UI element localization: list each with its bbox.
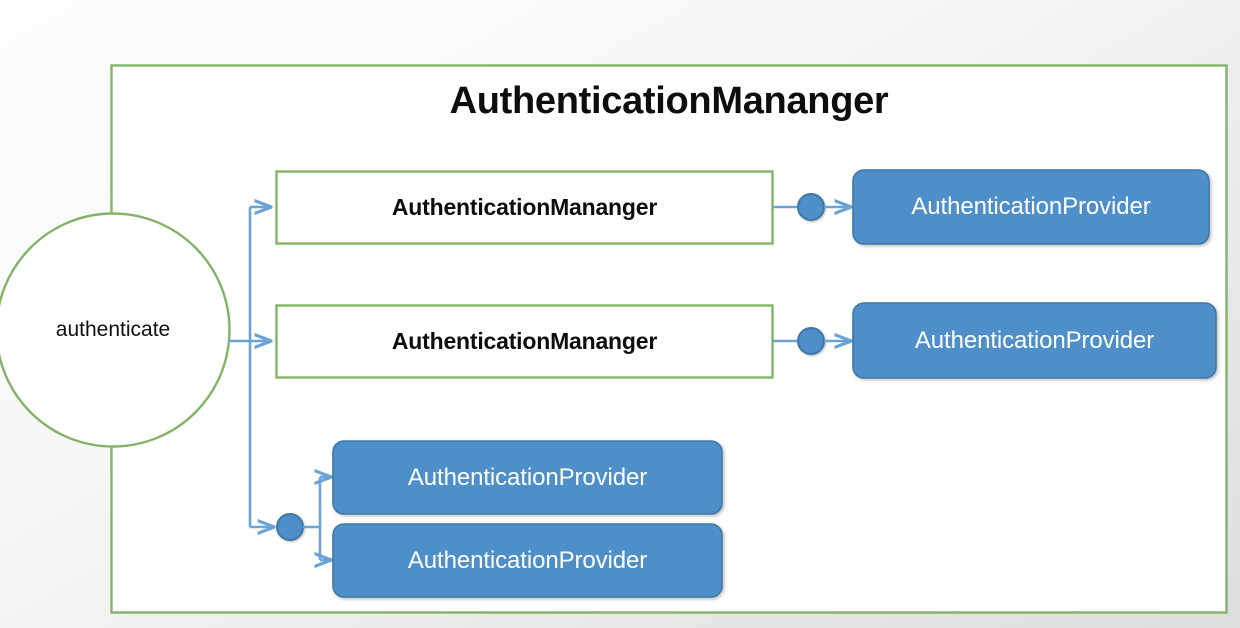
manager-box-1[interactable] — [275, 170, 774, 245]
provider-box-2[interactable] — [852, 302, 1217, 379]
junction-dot-2[interactable] — [797, 327, 825, 355]
provider-box-1-hitbox[interactable] — [853, 170, 1209, 244]
junction-dot-3[interactable] — [276, 513, 304, 541]
manager-box-2-hitbox[interactable] — [276, 305, 773, 378]
authenticate-circle[interactable] — [0, 212, 231, 448]
junction-dot-1[interactable] — [797, 193, 825, 221]
provider-box-4[interactable] — [332, 523, 723, 598]
provider-box-3[interactable] — [332, 440, 723, 515]
provider-box-2-hitbox[interactable] — [853, 303, 1216, 378]
manager-box-2[interactable] — [275, 304, 774, 379]
authenticate-node-hitbox[interactable] — [0, 213, 228, 447]
provider-box-4-hitbox[interactable] — [333, 524, 722, 597]
provider-box-3-hitbox[interactable] — [333, 441, 722, 514]
provider-box-1[interactable] — [852, 169, 1210, 245]
manager-box-1-hitbox[interactable] — [276, 171, 773, 244]
